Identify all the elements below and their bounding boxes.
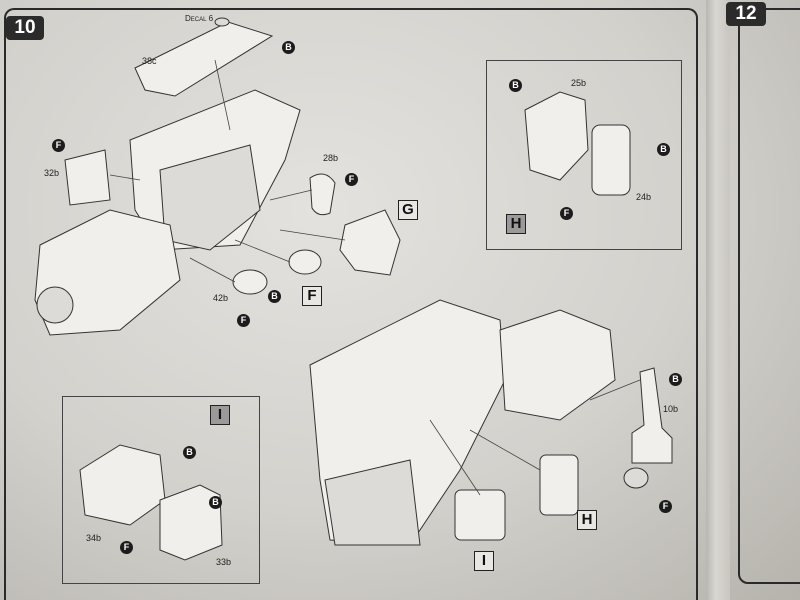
sub-assembly-f-box: F: [302, 286, 322, 306]
callout-f: F: [560, 207, 573, 220]
page-gutter: [706, 0, 730, 600]
part-32b-shape: [64, 149, 111, 206]
flywheel-shape: [36, 286, 74, 324]
part-38c-shape: [134, 21, 274, 97]
detail-box-i: [62, 396, 260, 584]
part-label-10b: 10b: [663, 404, 679, 414]
sub-assembly-i-box: I: [474, 551, 494, 571]
callout-b: B: [209, 496, 222, 509]
part-25b-shape: [524, 91, 589, 181]
part-42b-shape: [232, 269, 268, 295]
callout-f: F: [237, 314, 250, 327]
part-label-38c: 38c: [142, 56, 157, 66]
part-label-42b: 42b: [213, 293, 229, 303]
part-f-assembly-shape: [288, 249, 322, 275]
callout-b: B: [282, 41, 295, 54]
callout-b: B: [268, 290, 281, 303]
lower-transmission: [499, 309, 616, 421]
callout-b: B: [669, 373, 682, 386]
callout-b: B: [183, 446, 196, 459]
callout-b: B: [657, 143, 670, 156]
part-g-assembly-shape: [339, 209, 401, 276]
lower-part-i-shape: [454, 489, 506, 541]
part-label-24b: 24b: [636, 192, 652, 202]
callout-f: F: [659, 500, 672, 513]
decal-marker: [214, 17, 230, 27]
part-10b-shape: [631, 367, 673, 464]
lower-engine-lower: [324, 459, 421, 546]
step-10-frame: [4, 8, 698, 600]
part-label-28b: 28b: [323, 153, 339, 163]
part-label-25b: 25b: [571, 78, 587, 88]
part-24b-shape: [591, 124, 631, 196]
part-33b-shape: [159, 484, 223, 561]
callout-f: F: [120, 541, 133, 554]
lower-part-h-shape: [539, 454, 579, 516]
sub-assembly-g-box: G: [398, 200, 418, 220]
part-28b-shape: [309, 173, 336, 216]
callout-f: F: [345, 173, 358, 186]
sub-assembly-h-header: H: [506, 214, 526, 234]
part-label-33b: 33b: [216, 557, 232, 567]
sub-assembly-i-header: I: [210, 405, 230, 425]
callout-f: F: [52, 139, 65, 152]
decal-label: Decal 6: [185, 14, 214, 23]
sub-assembly-h-box: H: [577, 510, 597, 530]
next-step-badge: 12: [726, 2, 766, 26]
step-number-badge: 10: [6, 16, 44, 40]
part-34b-shape: [79, 444, 166, 526]
part-label-34b: 34b: [86, 533, 102, 543]
detail-box-h: [486, 60, 682, 250]
callout-b: B: [509, 79, 522, 92]
part-10b-cap: [623, 467, 649, 489]
part-label-32b: 32b: [44, 168, 60, 178]
step-12-frame: [738, 8, 800, 584]
